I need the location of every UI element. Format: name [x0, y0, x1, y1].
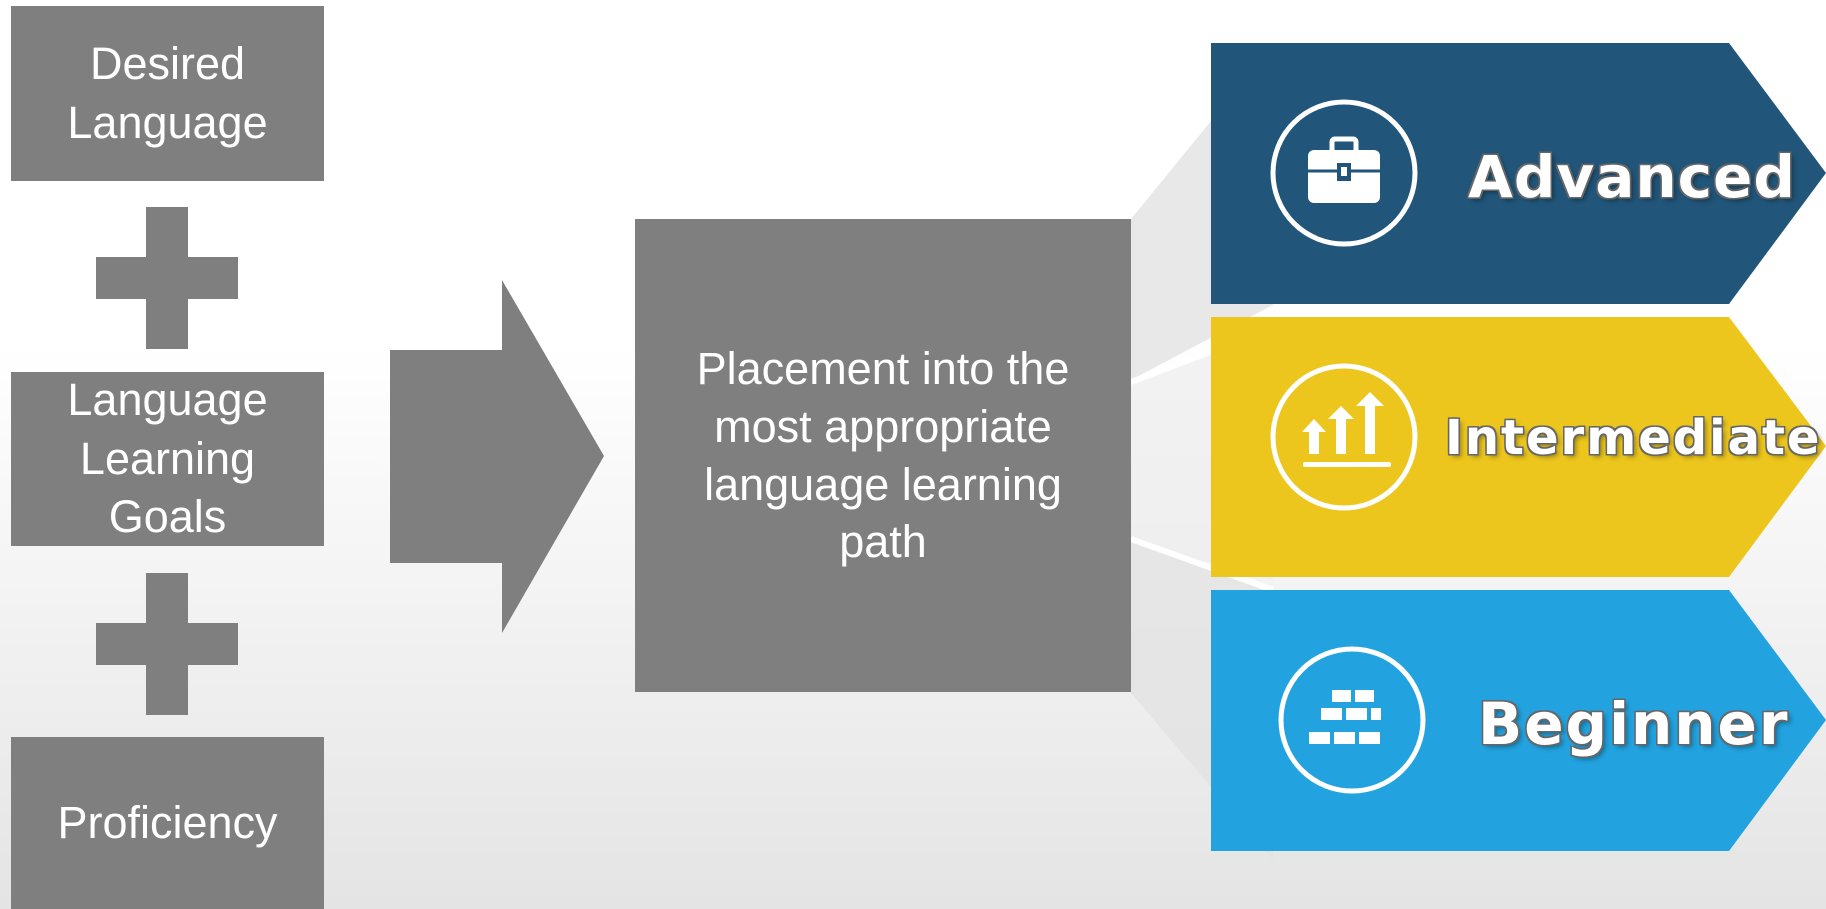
input-learning-goals: Language Learning Goals [11, 372, 324, 546]
bricks-icon [1309, 690, 1381, 744]
level-advanced-icon-ring [1270, 99, 1418, 247]
flow-arrow [390, 280, 604, 633]
level-advanced-label: Advanced [1468, 143, 1796, 211]
level-beginner-icon-ring [1278, 646, 1426, 794]
input-proficiency-label: Proficiency [57, 796, 278, 848]
input-desired-language: Desired Language [11, 6, 324, 181]
connector-line-bottom [1129, 536, 1275, 593]
level-banner-intermediate [1211, 317, 1826, 577]
level-intermediate-label: Intermediate [1445, 410, 1822, 466]
briefcase-icon [1308, 136, 1380, 203]
placement-label: Placement into the most appropriate lang… [696, 343, 1070, 568]
input-proficiency: Proficiency [11, 737, 324, 909]
plus-sign-1 [96, 207, 238, 349]
level-beginner-label: Beginner [1478, 690, 1790, 758]
placement-box: Placement into the most appropriate lang… [635, 219, 1131, 692]
level-intermediate-icon-ring [1270, 363, 1418, 511]
rising-arrows-icon [1302, 392, 1391, 467]
plus-sign-2 [96, 573, 238, 715]
input-desired-language-label: Desired Language [67, 38, 268, 148]
input-learning-goals-label: Language Learning Goals [67, 374, 268, 543]
level-banner-beginner [1211, 590, 1826, 851]
